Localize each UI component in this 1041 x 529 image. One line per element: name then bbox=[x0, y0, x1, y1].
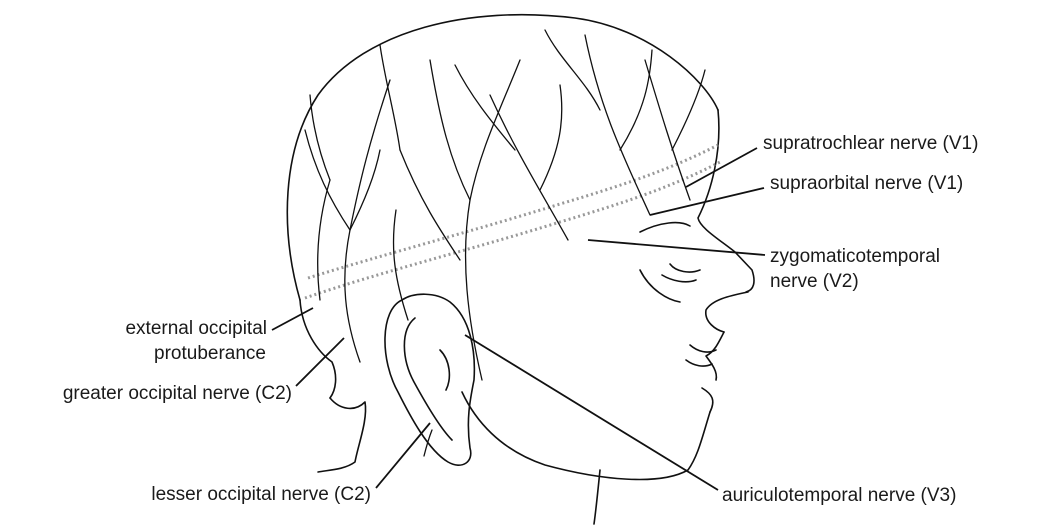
leader-greater-occipital bbox=[296, 338, 344, 386]
label-external-occipital-line2: protuberance bbox=[154, 343, 266, 364]
leader-supraorbital bbox=[650, 188, 764, 215]
label-greater-occipital-nerve: greater occipital nerve (C2) bbox=[63, 383, 292, 404]
leader-auriculotemporal bbox=[465, 335, 718, 490]
circumference-band bbox=[305, 144, 720, 298]
face-features bbox=[640, 223, 716, 366]
leader-external-occipital bbox=[272, 308, 313, 330]
label-external-occipital-line1: external occipital bbox=[125, 318, 267, 339]
leader-lesser-occipital bbox=[376, 423, 430, 488]
label-lesser-occipital-nerve: lesser occipital nerve (C2) bbox=[151, 484, 371, 505]
labels: supratrochlear nerve (V1) supraorbital n… bbox=[63, 133, 979, 506]
label-supratrochlear-nerve: supratrochlear nerve (V1) bbox=[763, 133, 978, 154]
ear bbox=[385, 294, 474, 465]
head-outline bbox=[287, 15, 754, 524]
leader-zygomaticotemporal bbox=[588, 240, 765, 255]
label-zygomaticotemporal-line1: zygomaticotemporal bbox=[770, 246, 940, 267]
label-auriculotemporal-nerve: auriculotemporal nerve (V3) bbox=[722, 485, 956, 506]
label-leader-lines bbox=[272, 148, 765, 490]
scalp-nerve-branches bbox=[305, 30, 705, 456]
label-supraorbital-nerve: supraorbital nerve (V1) bbox=[770, 173, 963, 194]
label-zygomaticotemporal-line2: nerve (V2) bbox=[770, 271, 859, 292]
leader-supratrochlear bbox=[686, 148, 757, 187]
